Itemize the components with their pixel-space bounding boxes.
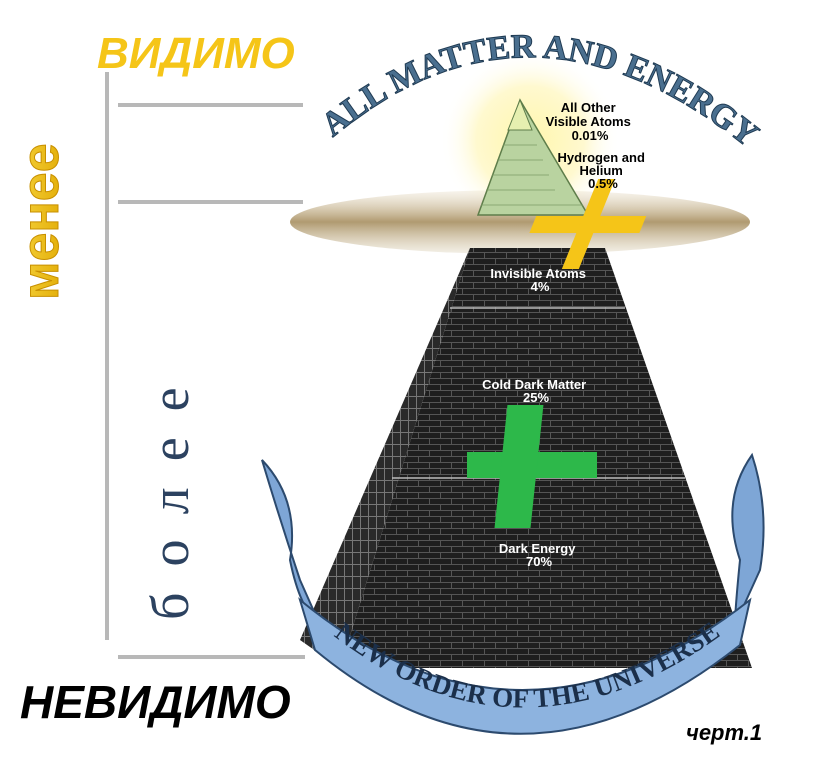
more-label: более <box>140 361 200 620</box>
visible-pyramid <box>476 98 590 216</box>
green-plus-icon <box>467 405 597 528</box>
layer-label-invisible-atoms: Invisible Atoms 4% <box>490 266 589 294</box>
layer-label-cold-dark-matter: Cold Dark Matter 25% <box>482 377 590 405</box>
layer-label-hydrogen-helium: Hydrogen and Helium 0.5% <box>557 150 648 191</box>
figure-ref-label: черт.1 <box>686 720 762 745</box>
yellow-plus-icon <box>529 179 647 269</box>
layer-label-dark-energy: Dark Energy 70% <box>499 541 579 569</box>
layer-label-other-atoms: All Other Visible Atoms 0.01% <box>546 100 635 143</box>
visible-pyramid-bricks <box>481 144 583 206</box>
eye-capstone-icon <box>507 98 533 131</box>
less-label: менее <box>12 143 70 300</box>
invisible-label: НЕВИДИМО <box>20 676 291 728</box>
dark-pyramid-side <box>300 248 470 668</box>
sand-ground <box>290 190 750 254</box>
bracket <box>105 72 305 659</box>
visible-label: ВИДИМО <box>97 29 295 78</box>
